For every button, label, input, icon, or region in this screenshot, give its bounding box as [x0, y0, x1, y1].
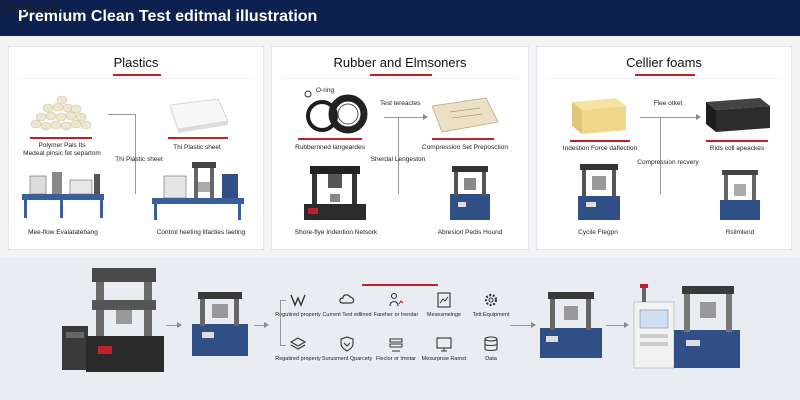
- panel-plastics: Plastics: [8, 46, 264, 250]
- black-foam-image: [706, 98, 770, 132]
- decision-title: Decision: [0, 0, 62, 17]
- caption-pellets: Polymer Pals Its Medeal plnsic fet separ…: [23, 142, 101, 157]
- stack-chart-icon: [387, 335, 405, 353]
- yellow-foam-image: [572, 98, 626, 134]
- caption-oring-tag: O-ring: [316, 87, 335, 94]
- decision-label: Fleclor or Imntar: [375, 356, 417, 362]
- compression-pad-image: [431, 97, 499, 133]
- person-chart-icon: [387, 291, 405, 309]
- caption-sheet: Thi Plastic sheet: [173, 144, 221, 151]
- database-icon: [482, 335, 500, 353]
- title-underline: [370, 74, 432, 76]
- panel-title: Plastics: [113, 55, 159, 70]
- decision-label: Current Test edlined: [322, 312, 372, 318]
- shield-down-icon: [338, 335, 356, 353]
- caption-flow-foam-top: Flee otket: [653, 100, 683, 107]
- resilience-machine-image: [720, 170, 760, 220]
- caption-flow-rubber-top: Test tereactes: [380, 100, 421, 107]
- caption-flow-foam-mid: Compression recvery: [637, 159, 699, 166]
- caption-yellow-foam: Indestion Force daflection: [562, 145, 638, 152]
- panel-title: Cellier foams: [626, 55, 702, 70]
- cyclic-fatigue-machine-image: [578, 164, 620, 220]
- decision-label: Surusment Qparcety: [321, 356, 373, 362]
- caption-machine-abrasion: Abresion Pedis Hound: [437, 229, 503, 236]
- caption-black-foam: Rids coll apeackes: [709, 145, 765, 152]
- decision-label: Regatired property: [275, 356, 321, 362]
- decision-label: Data: [485, 356, 497, 362]
- chart-doc-icon: [435, 291, 453, 309]
- control-heating-machine-image: [152, 162, 244, 220]
- polymer-pellets-image: [30, 95, 92, 131]
- title-underline: [113, 74, 161, 76]
- caption-flow-rubber-mid: Sherdal Lengeston: [370, 156, 426, 163]
- decision-label: Regutired property: [275, 312, 321, 318]
- decision-label: Mesurpnse Ramst: [421, 356, 467, 362]
- monitor-icon: [435, 335, 453, 353]
- material-w-icon: [289, 291, 307, 309]
- decision-label: Fareher or Irendar: [373, 312, 419, 318]
- caption-machine-shore: Shore-flye Indention Netsork: [294, 229, 378, 236]
- plastic-sheet-image: [169, 98, 229, 133]
- blue-compression-machine-image: [540, 292, 602, 358]
- caption-machine-control: Control heeting lifacties laeting: [156, 229, 246, 236]
- gear-icon: [482, 291, 500, 309]
- panel-title: Rubber and Elmsoners: [333, 55, 467, 70]
- caption-pad: Compression Set Preposction: [422, 144, 508, 151]
- cloud-brain-icon: [338, 291, 356, 309]
- universal-testing-machine-image: [62, 268, 164, 372]
- decision-label: Mesesmelnge: [426, 312, 462, 318]
- caption-machine-cyclic: Cycile Ftegpn: [578, 229, 618, 236]
- blue-testing-machine-image: [192, 292, 248, 356]
- title-underline: [635, 74, 695, 76]
- page-header: Premium Clean Test editmal illustration: [0, 0, 800, 36]
- caption-orings: Rubbernned langeardes: [295, 144, 365, 151]
- abrasion-machine-image: [450, 166, 490, 220]
- caption-flow-plastics: Thi Plastic sheet: [115, 156, 163, 163]
- caption-machine-resilience: Rsilmlend: [725, 229, 755, 236]
- caption-machine-melt-flow: Mee-flow Evalatatebang: [28, 229, 98, 236]
- o-rings-image: [304, 90, 368, 134]
- shore-indentation-machine-image: [304, 166, 366, 220]
- decision-label: Tett Equipment: [472, 312, 510, 318]
- automated-test-system-image: [633, 284, 740, 369]
- layers-icon: [289, 335, 307, 353]
- page-title: Premium Clean Test editmal illustration: [18, 8, 318, 25]
- melt-flow-machine-image: [22, 172, 104, 218]
